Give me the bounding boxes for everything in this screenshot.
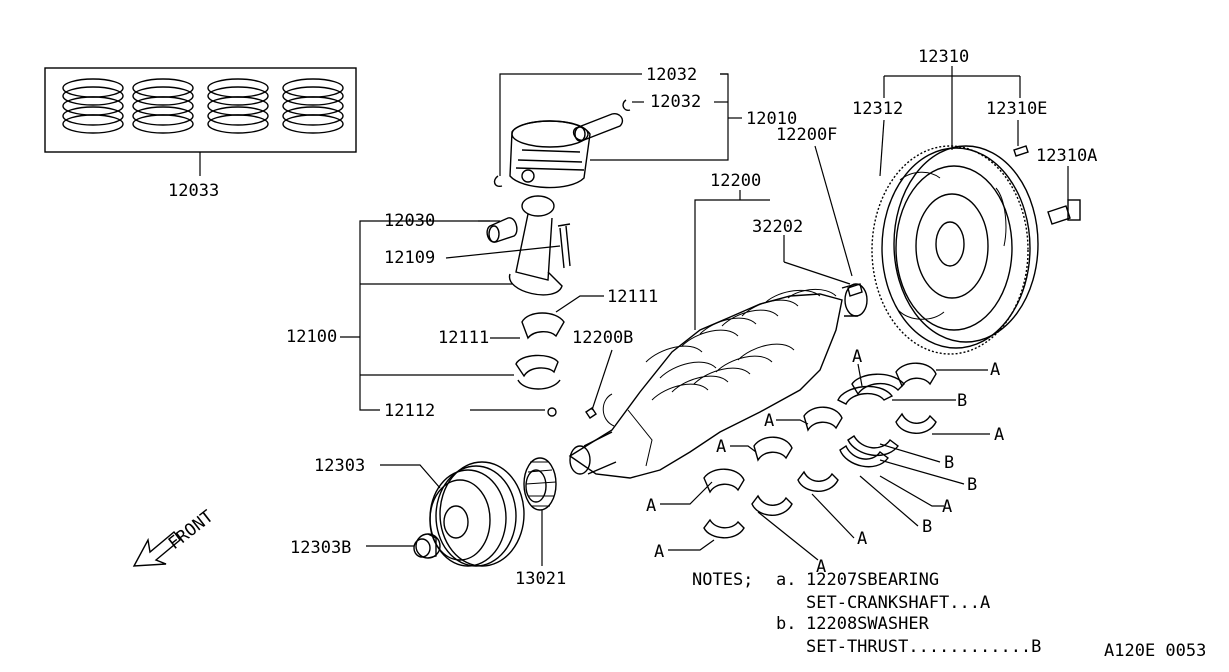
crankshaft-sprocket <box>523 457 557 511</box>
note-b-line2: SET-THRUST............B <box>806 637 1041 657</box>
connecting-rod <box>509 195 563 296</box>
callout-32202: 32202 <box>752 217 803 237</box>
callout-12030: 12030 <box>384 211 435 231</box>
crankshaft-key <box>585 407 597 419</box>
callout-12200: 12200 <box>710 171 761 191</box>
note-b-line1: 12208SWASHER <box>806 614 930 634</box>
callout-12032-upper: 12032 <box>646 65 697 85</box>
crankshaft-pulley <box>429 461 525 567</box>
figure-code: A120E 0053 <box>1104 641 1206 661</box>
mark-a-3: A <box>716 437 726 457</box>
callout-12111-right: 12111 <box>607 287 658 307</box>
thrust-washers <box>837 373 905 468</box>
leaders-pulley <box>366 464 543 566</box>
mark-b-3: B <box>967 475 977 495</box>
front-label: FRONT <box>165 507 218 554</box>
callout-12033: 12033 <box>168 181 219 201</box>
front-arrow-icon <box>132 530 181 567</box>
mark-b-2: B <box>944 453 954 473</box>
leaders-conrod <box>340 220 604 411</box>
callout-12109: 12109 <box>384 248 435 268</box>
mark-b-4: B <box>922 517 932 537</box>
piston-pin-clip <box>493 99 631 188</box>
callout-12312: 12312 <box>852 99 903 119</box>
callout-12032-lower: 12032 <box>650 92 701 112</box>
piston <box>509 120 591 189</box>
leaders-crankshaft <box>591 145 853 411</box>
callout-12112: 12112 <box>384 401 435 421</box>
mark-a-10: A <box>942 497 952 517</box>
mark-a-1: A <box>646 496 656 516</box>
callout-12310A: 12310A <box>1036 146 1097 166</box>
callout-13021: 13021 <box>515 569 566 589</box>
connecting-rod-bearing-upper <box>521 312 565 340</box>
callout-12303B: 12303B <box>290 538 351 558</box>
piston-pin <box>572 112 624 142</box>
mark-b-1: B <box>957 391 967 411</box>
note-b-marker: b. <box>776 614 796 634</box>
pilot-bushing <box>847 283 863 297</box>
callout-12310: 12310 <box>918 47 969 67</box>
mark-a-6: A <box>857 529 867 549</box>
mark-a-7: A <box>852 347 862 367</box>
connecting-rod-bolt <box>557 223 571 269</box>
connecting-rod-nut <box>547 407 557 417</box>
callout-12111-left: 12111 <box>438 328 489 348</box>
mark-a-4: A <box>764 411 774 431</box>
mark-a-8: A <box>990 360 1000 380</box>
mark-a-5: A <box>816 557 826 577</box>
flywheel <box>871 145 1039 355</box>
bearing-marks: A A A A A A A A A A B B B B <box>646 347 1004 577</box>
crankshaft <box>568 283 868 479</box>
leaders-bearings <box>660 363 990 561</box>
callout-12310E: 12310E <box>986 99 1047 119</box>
callout-12010: 12010 <box>746 109 797 129</box>
notes-block: NOTES; a. 12207SBEARING SET-CRANKSHAFT..… <box>692 570 1041 657</box>
notes-heading: NOTES; <box>692 570 753 590</box>
callout-12200F: 12200F <box>776 125 837 145</box>
connecting-rod-bearing-lower <box>515 354 561 390</box>
mark-a-2: A <box>654 542 664 562</box>
leaders-flywheel <box>879 66 1069 200</box>
main-bearing-shells <box>703 362 937 539</box>
connecting-rod-bushing <box>486 217 518 243</box>
piston-ring-set <box>44 67 357 176</box>
callout-12200B: 12200B <box>572 328 633 348</box>
note-a-line2: SET-CRANKSHAFT...A <box>806 593 990 613</box>
note-a-line1: 12207SBEARING <box>806 570 939 590</box>
mark-a-9: A <box>994 425 1004 445</box>
note-a-marker: a. <box>776 570 796 590</box>
leaders-piston <box>499 73 742 176</box>
callout-12303: 12303 <box>314 456 365 476</box>
callout-12100: 12100 <box>286 327 337 347</box>
flywheel-dowel <box>1013 145 1029 157</box>
flywheel-bolt <box>1047 199 1081 225</box>
pulley-bolt <box>413 533 441 559</box>
